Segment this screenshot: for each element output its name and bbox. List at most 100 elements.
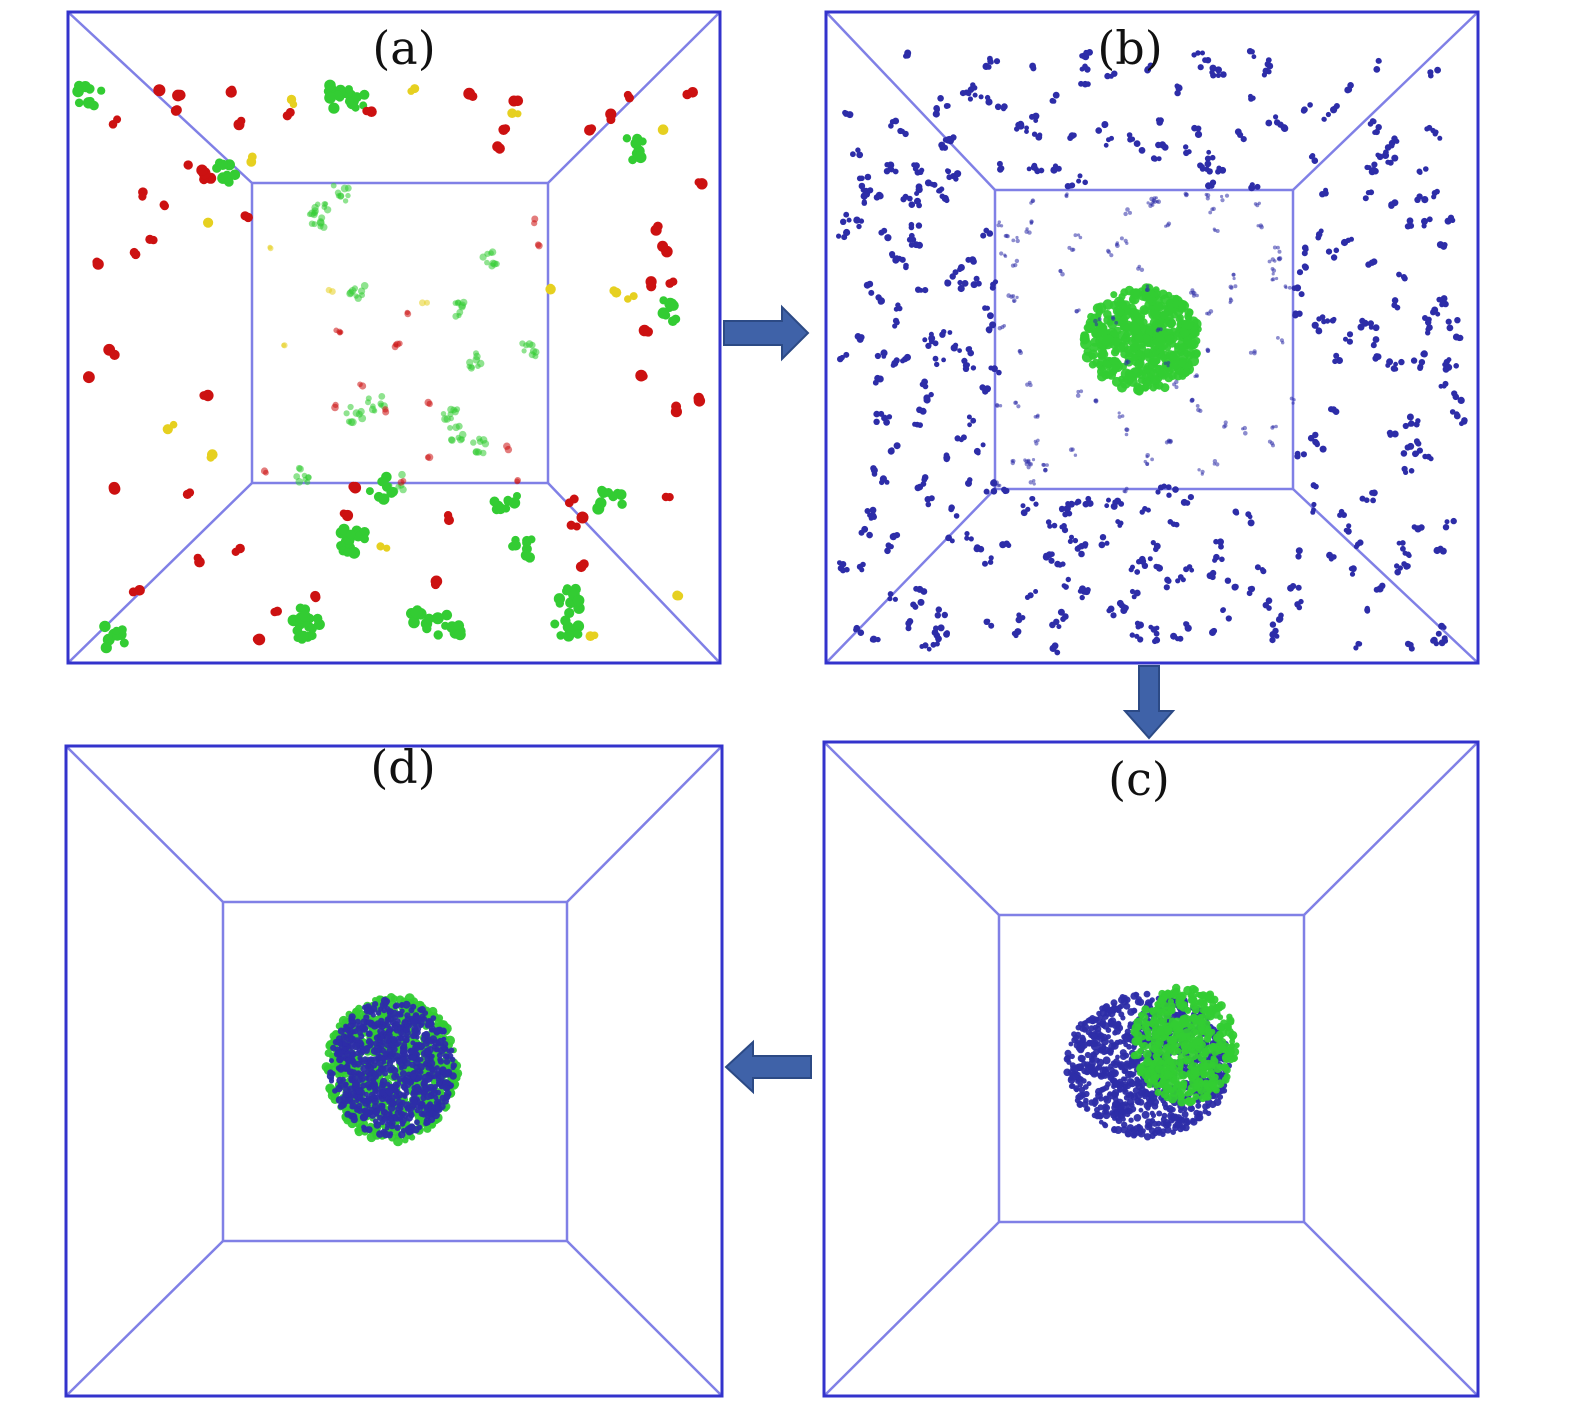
particle <box>573 629 583 639</box>
particle <box>358 287 366 295</box>
particle <box>991 478 997 484</box>
particle <box>1439 547 1447 555</box>
particle <box>1139 1083 1146 1089</box>
particle <box>468 91 478 101</box>
particle <box>1103 360 1112 369</box>
particle <box>657 240 669 252</box>
particle <box>337 193 345 200</box>
particle <box>1070 1073 1078 1081</box>
particle <box>846 111 854 119</box>
particle <box>1051 642 1059 650</box>
particle <box>1123 211 1128 217</box>
particle <box>342 1091 349 1098</box>
particle <box>1158 141 1167 149</box>
particle <box>359 89 370 100</box>
particle <box>1219 1088 1225 1094</box>
particle <box>1269 621 1277 628</box>
particle <box>1015 238 1020 244</box>
particle <box>1104 334 1114 344</box>
particle <box>1173 521 1180 528</box>
particle <box>382 406 389 413</box>
particle <box>990 488 998 495</box>
particle <box>1085 495 1092 502</box>
particle <box>1167 1035 1177 1045</box>
particle <box>1391 297 1399 304</box>
particle <box>1205 196 1210 201</box>
panel-c-label: (c) <box>1108 752 1170 806</box>
particle <box>657 124 669 135</box>
particle <box>970 417 977 424</box>
particle <box>1442 638 1449 644</box>
particle <box>1014 628 1022 636</box>
particle <box>414 1119 420 1126</box>
particle <box>364 1044 371 1051</box>
particle <box>868 289 875 296</box>
particle <box>1422 315 1428 321</box>
particle <box>1161 990 1169 999</box>
particle <box>331 403 339 412</box>
particle <box>396 340 403 347</box>
particle <box>575 561 587 573</box>
particle <box>484 259 490 266</box>
particle <box>1117 1105 1125 1112</box>
particle <box>938 186 945 192</box>
particle <box>1091 1112 1098 1119</box>
particle <box>89 100 99 111</box>
particle <box>1212 459 1218 464</box>
particle <box>864 508 871 514</box>
particle <box>1324 318 1331 324</box>
particle <box>391 1025 398 1032</box>
particle <box>953 342 959 348</box>
particle <box>1174 83 1180 89</box>
particle <box>967 477 973 483</box>
particle <box>1067 135 1074 141</box>
particle <box>982 560 988 567</box>
particle <box>417 1105 424 1111</box>
particle <box>1089 1015 1096 1021</box>
particle <box>1033 589 1039 594</box>
particle <box>1109 1110 1115 1116</box>
particle <box>1408 468 1415 474</box>
particle <box>1289 396 1294 401</box>
particle <box>387 1111 393 1117</box>
particle <box>546 283 555 292</box>
particle <box>1137 1129 1146 1138</box>
particle <box>1199 1047 1208 1057</box>
particle <box>843 351 850 358</box>
particle <box>843 211 850 218</box>
particle <box>392 1003 399 1010</box>
particle <box>841 234 848 241</box>
particle <box>401 1076 407 1083</box>
particle <box>1112 499 1118 505</box>
particle <box>1184 1091 1191 1097</box>
particle <box>887 596 893 602</box>
particle <box>1204 192 1209 197</box>
particle <box>1124 285 1135 296</box>
particle <box>440 411 447 417</box>
particle <box>1109 1078 1115 1084</box>
particle <box>455 422 463 430</box>
particle <box>1184 1006 1191 1013</box>
particle <box>1270 425 1275 430</box>
particle <box>997 220 1001 224</box>
particle <box>1155 1040 1162 1047</box>
particle <box>988 622 995 629</box>
particle <box>398 1131 406 1139</box>
particle <box>861 199 867 205</box>
particle <box>869 637 876 643</box>
particle <box>1109 253 1114 258</box>
panel-a: (a) <box>66 10 722 665</box>
particle <box>1024 129 1029 135</box>
particle <box>1445 318 1452 325</box>
particle <box>1174 385 1179 390</box>
particle <box>1163 1070 1173 1080</box>
particle <box>878 410 885 417</box>
particle <box>328 1078 335 1084</box>
particle <box>204 217 212 226</box>
particle <box>1150 1074 1157 1081</box>
particle <box>1164 1027 1173 1036</box>
particle <box>1206 149 1212 155</box>
particle <box>892 168 899 175</box>
particle <box>346 529 356 540</box>
particle <box>1097 345 1106 354</box>
